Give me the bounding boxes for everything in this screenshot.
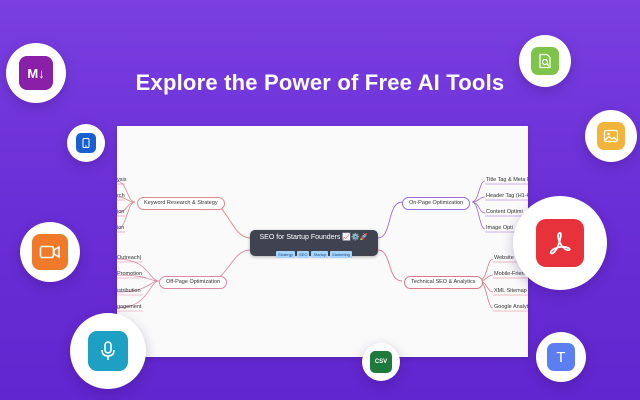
mindmap-connectors <box>117 180 528 312</box>
leaf-node[interactable]: Title Tag & Meta D <box>486 177 528 183</box>
tablet-icon <box>76 133 96 153</box>
leaf-node[interactable]: ion <box>117 225 125 231</box>
markdown-tool-icon[interactable]: M↓ <box>6 43 66 103</box>
leaf-node[interactable]: rch <box>117 193 125 199</box>
pdf-tool-icon[interactable] <box>513 196 607 290</box>
leaf-node[interactable]: Content Optimi <box>486 209 523 215</box>
leaf-node[interactable]: Google Analyt <box>494 304 528 310</box>
leaf-node[interactable]: XML Sitemap <box>494 288 527 294</box>
tag: SEO <box>296 251 310 258</box>
leaf-node[interactable]: Website <box>494 255 514 261</box>
leaf-node[interactable]: istribution <box>117 288 141 294</box>
image-icon <box>597 122 625 150</box>
leaf-node[interactable]: Promotion <box>117 271 143 277</box>
branch-off-page[interactable]: Off-Page Optimization <box>159 276 228 289</box>
tag: Startup <box>311 251 329 258</box>
text-icon: T <box>547 343 575 371</box>
root-title: SEO for Startup Founders 📈⚙️🚀 <box>259 234 369 241</box>
csv-tool-icon[interactable]: CSV <box>362 343 400 381</box>
microphone-icon <box>88 331 128 371</box>
leaf-node[interactable]: gagement <box>117 304 142 310</box>
markdown-icon: M↓ <box>19 56 53 90</box>
search-document-icon <box>531 47 559 75</box>
tablet-tool-icon[interactable] <box>67 124 105 162</box>
csv-icon: CSV <box>370 351 392 373</box>
tag: Strategy <box>276 251 295 258</box>
leaf-node[interactable]: Header Tag (H1-H <box>486 193 528 199</box>
leaf-node[interactable]: ion <box>117 209 125 215</box>
tag: Marketing <box>330 251 352 258</box>
leaf-node[interactable]: Image Opti <box>486 225 513 231</box>
image-tool-icon[interactable] <box>585 110 637 162</box>
leaf-node[interactable]: Outreach) <box>117 255 142 261</box>
video-camera-icon <box>32 234 68 270</box>
microphone-tool-icon[interactable] <box>70 313 146 389</box>
headline: Explore the Power of Free AI Tools <box>135 70 505 95</box>
search-document-tool-icon[interactable] <box>519 35 571 87</box>
branch-technical-seo[interactable]: Technical SEO & Analytics <box>404 276 483 289</box>
leaf-node[interactable]: ysis <box>117 177 127 183</box>
branch-keyword-research[interactable]: Keyword Research & Strategy <box>137 197 225 210</box>
branch-on-page[interactable]: On-Page Optimization <box>402 197 471 210</box>
video-tool-icon[interactable] <box>20 222 80 282</box>
pdf-icon <box>536 219 584 267</box>
leaf-node[interactable]: Mobile-Frien <box>494 271 525 277</box>
text-tool-icon[interactable]: T <box>536 332 586 382</box>
